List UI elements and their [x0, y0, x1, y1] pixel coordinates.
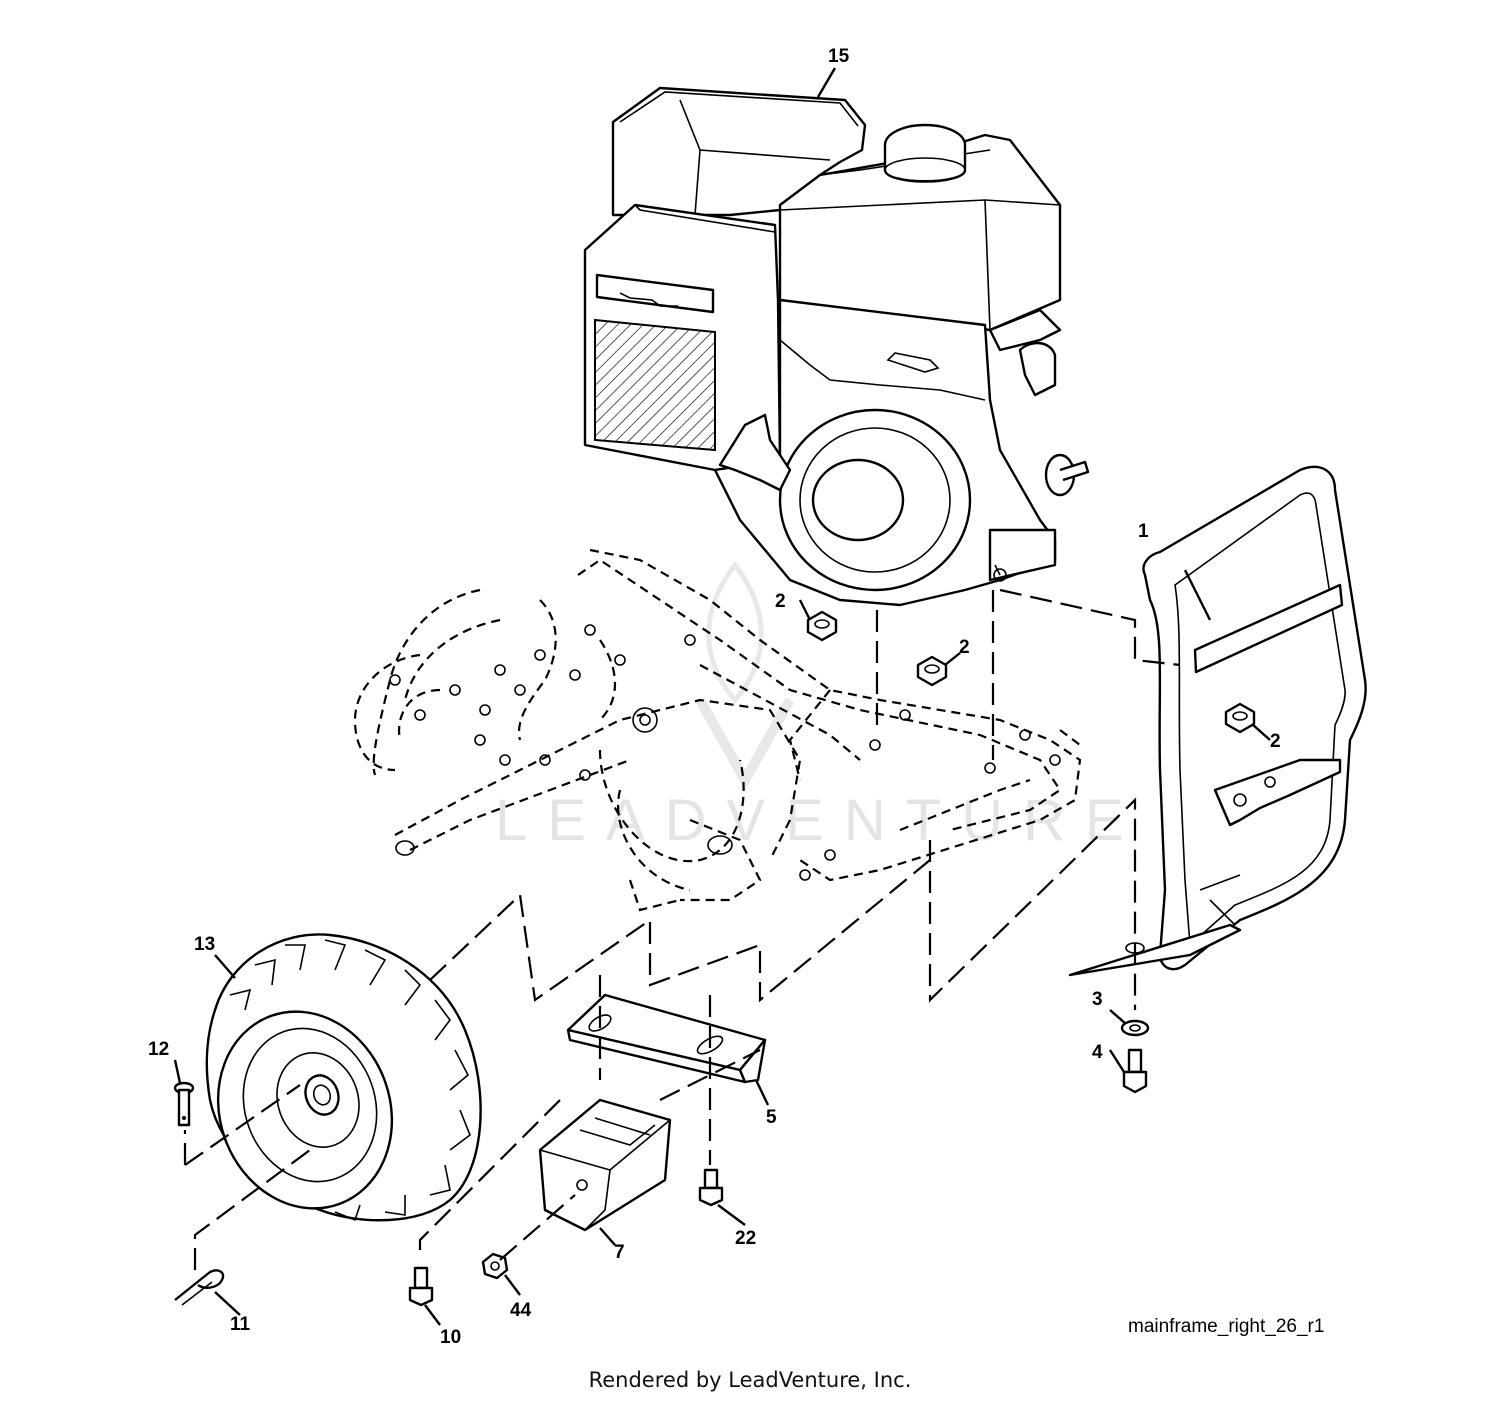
- weight-block-7: [538, 1098, 672, 1232]
- render-credit: Rendered by LeadVenture, Inc.: [588, 1368, 912, 1392]
- callout-22: 22: [735, 1228, 756, 1249]
- bracket-5: [566, 993, 767, 1084]
- tire-treads: [229, 939, 471, 1222]
- watermark-text: LEADVENTURE: [495, 788, 1144, 853]
- callout-2-b: 2: [959, 637, 970, 658]
- bumper-guard: [1068, 465, 1367, 977]
- callout-4: 4: [1092, 1042, 1103, 1063]
- callout-10: 10: [440, 1327, 461, 1348]
- callout-3: 3: [1092, 989, 1103, 1010]
- bolt-4: [1122, 1048, 1148, 1094]
- leader-lines: [173, 67, 1271, 1326]
- callout-2-c: 2: [1270, 731, 1281, 752]
- callout-7: 7: [614, 1242, 625, 1263]
- clevis-pin-12: [173, 1081, 195, 1127]
- callout-5: 5: [766, 1107, 777, 1128]
- hairpin-clip-11: [174, 1269, 225, 1306]
- callout-44: 44: [510, 1300, 532, 1321]
- hex-nut-2-a: [806, 610, 838, 642]
- callout-1: 1: [1138, 521, 1149, 542]
- engine: [583, 86, 1090, 607]
- hex-nut-2-c: [1224, 702, 1256, 734]
- assembly-lines: [183, 588, 1181, 1270]
- bolt-22: [698, 1168, 724, 1207]
- diagram-reference: mainframe_right_26_r1: [1128, 1316, 1325, 1337]
- hex-nut-2-b: [916, 655, 948, 687]
- callouts: 15 1 2 2 2 3 4 5 7 10 11 12 13 22 44: [148, 46, 1281, 1348]
- watermark: LEADVENTURE: [495, 560, 1144, 853]
- tiller-bolt-holes: [389, 624, 1061, 881]
- callout-11: 11: [230, 1314, 251, 1335]
- callout-12: 12: [148, 1039, 169, 1060]
- bolt-10: [408, 1266, 434, 1307]
- wheel-13: [205, 933, 482, 1222]
- callout-15: 15: [828, 46, 850, 67]
- washer-3: [1120, 1019, 1150, 1037]
- tiller-frame-dashed: [353, 548, 1082, 912]
- callout-2-a: 2: [775, 591, 786, 612]
- callout-13: 13: [194, 934, 215, 955]
